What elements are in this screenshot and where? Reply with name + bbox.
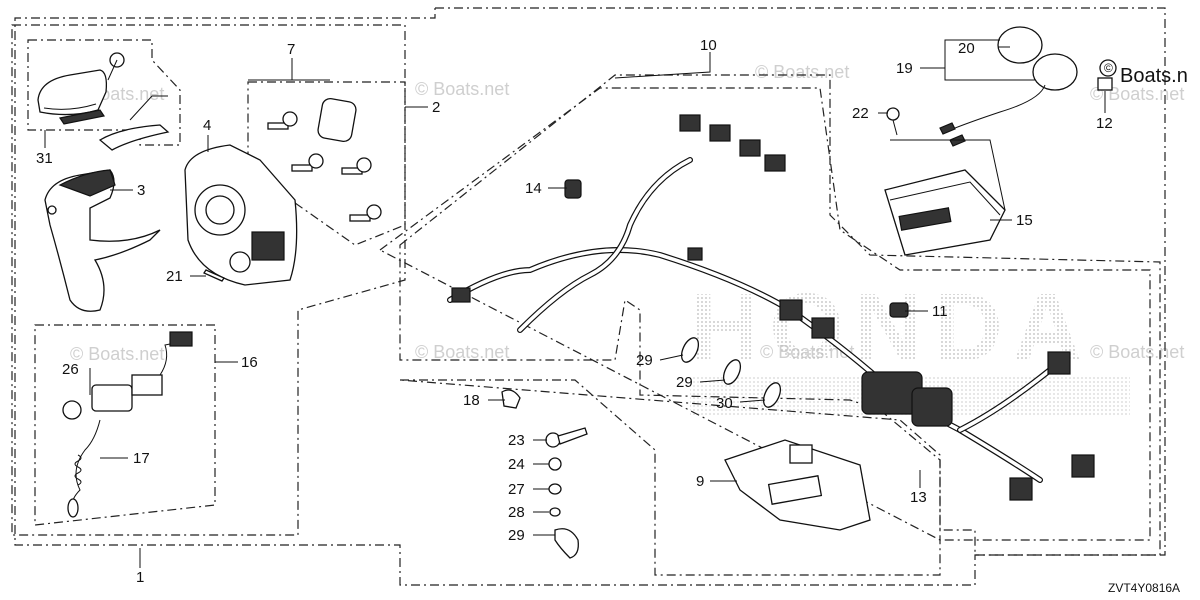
part-11-cap <box>889 302 909 318</box>
diagram-code: ZVT4Y0816A <box>1108 581 1180 595</box>
callout-2: 2 <box>432 99 440 116</box>
assembly-16-outline <box>34 324 216 526</box>
callout-26: 27 <box>508 481 525 498</box>
assembly-30-31-outline <box>27 39 181 146</box>
part-12-clip <box>1097 77 1113 91</box>
callout-28: 29 <box>508 527 525 544</box>
assembly-13-outline <box>399 379 941 576</box>
callout-29: 30 <box>716 395 733 412</box>
callout-14: 14 <box>525 180 542 197</box>
callout-19: 19 <box>896 60 913 77</box>
part-28-clip <box>554 528 579 559</box>
callout-7: 7 <box>287 41 295 58</box>
callout-30: 31 <box>36 150 53 167</box>
part-9-bracket <box>724 439 871 531</box>
part-15-control-unit <box>884 169 1006 256</box>
callout-4: 4 <box>203 117 211 134</box>
part-22-screw <box>886 107 900 136</box>
part-16-switch <box>62 331 193 420</box>
part-26-washer <box>548 483 562 495</box>
assembly-1-outline <box>14 7 1166 586</box>
callout-29: 29 <box>676 374 693 391</box>
callout-3: 3 <box>137 182 145 199</box>
part-31-bracket <box>98 124 170 151</box>
part-screw-30 <box>107 52 125 81</box>
part-21-pin <box>203 269 225 282</box>
callout-25: 26 <box>62 361 79 378</box>
callout-9: 9 <box>696 473 704 490</box>
watermark-text: © Boats.net <box>415 342 509 362</box>
callout-10: 10 <box>700 37 717 54</box>
brand-watermark-text: Boats.n <box>1120 65 1188 87</box>
part-30-cover <box>37 69 108 125</box>
assembly-10-outline <box>399 74 1161 556</box>
callout-23: 23 <box>508 432 525 449</box>
callout-15: 15 <box>1016 212 1033 229</box>
callout-18: 18 <box>463 392 480 409</box>
watermark-text: © Boats.net <box>1090 342 1184 362</box>
callout-29: 29 <box>636 352 653 369</box>
part-7-bolt-set <box>267 97 382 222</box>
part-10-main-harness <box>447 114 1095 501</box>
callout-21: 21 <box>166 268 183 285</box>
callout-labels: 1 2 3 4 7 9 10 11 12 13 14 15 16 17 18 1… <box>36 37 1113 586</box>
callout-27: 28 <box>508 504 525 521</box>
watermark-layer: © Boats.net © Boats.net © Boats.net © Bo… <box>70 62 1184 364</box>
watermark-text: © Boats.net <box>70 344 164 364</box>
part-24-nut <box>548 457 562 471</box>
part-18-clamp <box>501 389 521 409</box>
assembly-10-inner <box>378 87 1151 541</box>
part-14-connector <box>564 179 582 199</box>
callout-11: 11 <box>932 303 948 320</box>
callout-20: 20 <box>958 40 975 57</box>
assembly-2-outline <box>11 24 406 536</box>
part-20-buzzer <box>939 26 1078 147</box>
part-27-washer <box>549 507 561 517</box>
watermark-text: © Boats.net <box>755 62 849 82</box>
part-23-bolt <box>545 427 588 448</box>
part-3-throttle-lever <box>44 169 161 312</box>
callout-12: 12 <box>1096 115 1113 132</box>
callout-1: 1 <box>136 569 144 586</box>
part-29-cable-ties <box>680 337 782 408</box>
callout-17: 17 <box>133 450 150 467</box>
part-4-control-box <box>184 144 298 286</box>
callout-24: 24 <box>508 456 525 473</box>
watermark-text: © Boats.net <box>760 342 854 362</box>
brand-watermark: © Boats.n <box>1099 59 1188 87</box>
leader-lines <box>44 39 1106 568</box>
watermark-text: © Boats.net <box>1090 84 1184 104</box>
watermark-text: © Boats.net <box>415 79 509 99</box>
assembly-outlines <box>11 7 1166 586</box>
part-17-lanyard <box>67 419 101 518</box>
callout-13: 13 <box>910 489 927 506</box>
callout-22: 22 <box>852 105 869 122</box>
callout-16: 16 <box>241 354 258 371</box>
svg-text:©: © <box>1104 61 1113 75</box>
